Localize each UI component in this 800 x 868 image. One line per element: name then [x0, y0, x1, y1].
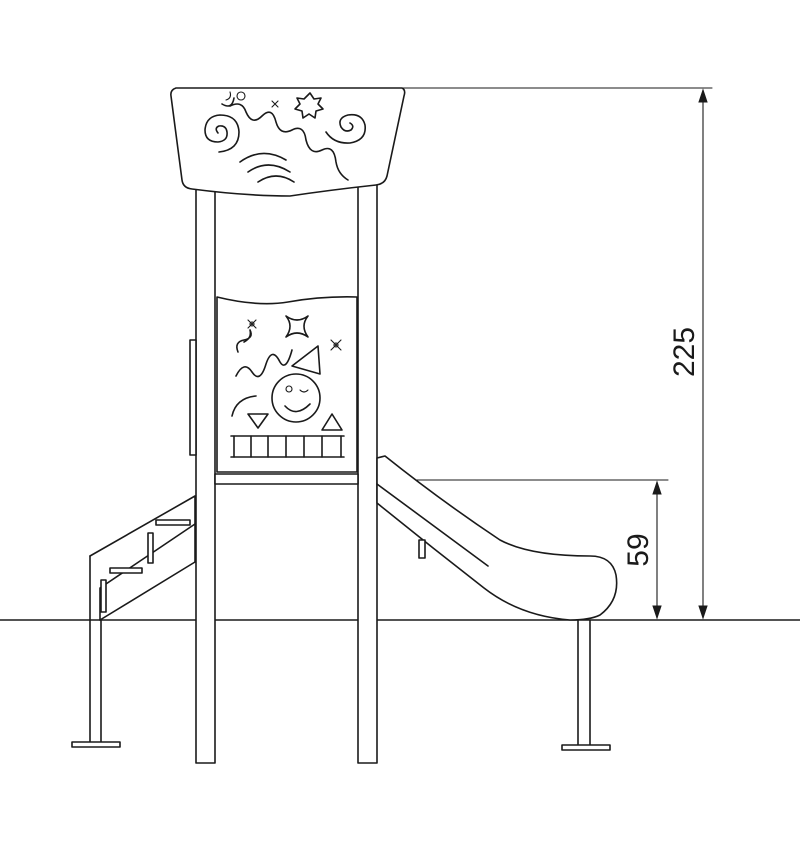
arc-lines-icon — [239, 152, 295, 183]
platform-height-dimension: 59 — [622, 480, 662, 620]
slide — [376, 455, 618, 751]
wavy-line-1 — [229, 103, 349, 181]
smiley-face-icon — [271, 373, 321, 423]
squiggle-line-1 — [236, 329, 252, 353]
star-small-icon — [247, 319, 257, 329]
squiggle-line-2 — [235, 349, 293, 378]
tower-posts — [189, 179, 378, 764]
star-x-icon — [330, 339, 342, 351]
triangle-large-icon — [291, 345, 321, 375]
triangle-down-icon — [247, 413, 269, 429]
wavy-line-2 — [221, 97, 235, 107]
star-burst-icon — [294, 92, 324, 119]
sun-small-icon — [225, 91, 246, 101]
arc-icon — [231, 395, 257, 417]
triangle-up-icon — [321, 413, 343, 431]
platform-height-label: 59 — [622, 533, 655, 566]
front-panel — [216, 296, 358, 473]
total-height-dimension: 225 — [668, 88, 708, 620]
roof-panel — [170, 87, 406, 197]
star-four-point-icon — [285, 315, 309, 338]
panel-rail — [230, 435, 345, 458]
x-mark-icon — [271, 100, 279, 108]
spiral-right-icon — [325, 113, 367, 144]
ladder — [71, 495, 196, 748]
platform-deck — [214, 473, 359, 485]
total-height-label: 225 — [668, 327, 701, 377]
spiral-left-icon — [204, 114, 240, 153]
